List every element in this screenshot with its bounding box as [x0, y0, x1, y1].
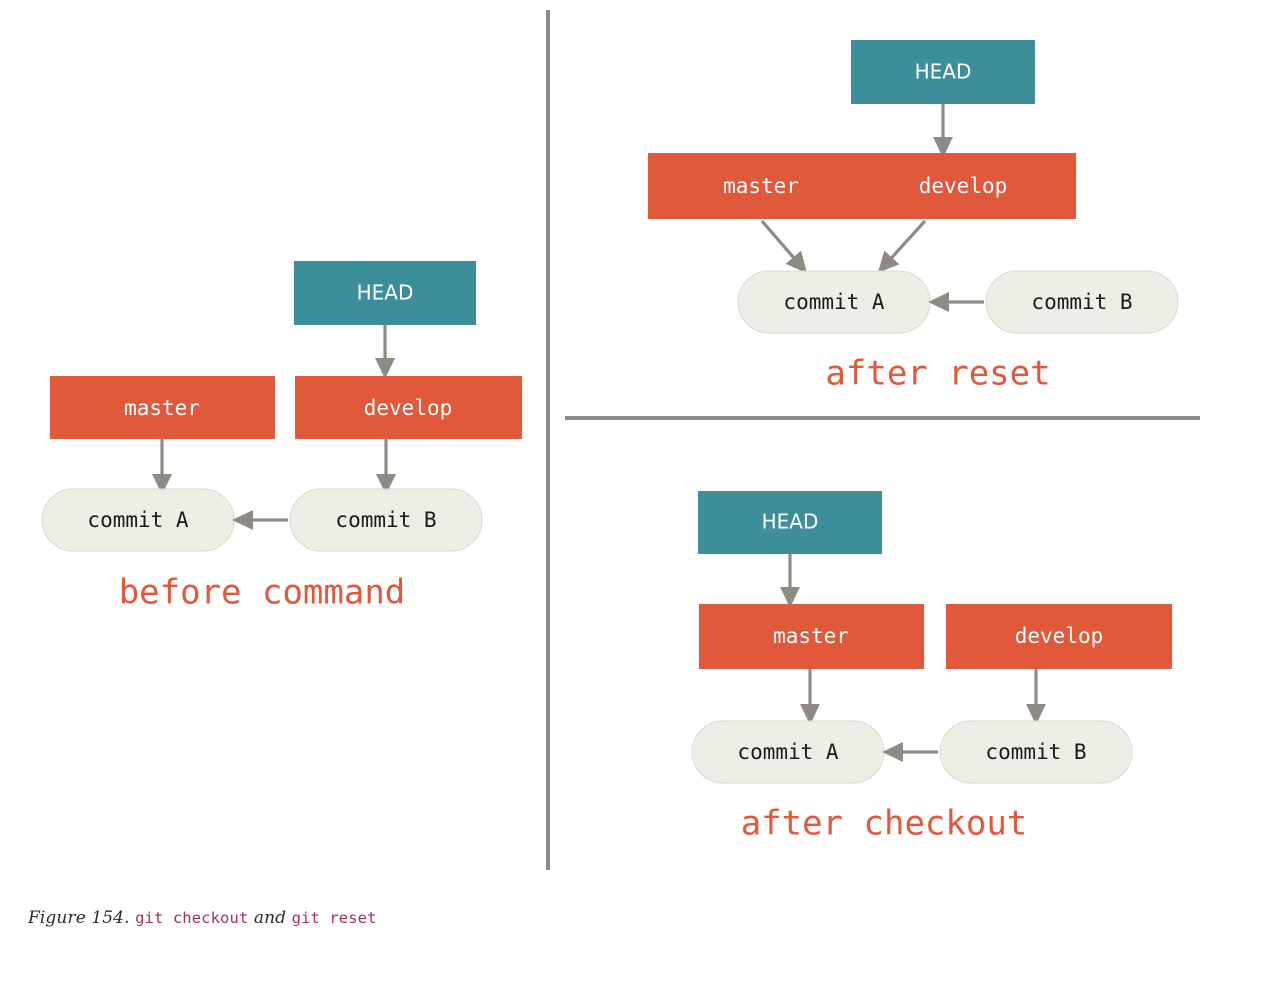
- figure-caption-conjunction: and: [253, 908, 287, 928]
- commit-node-a-before[interactable]: commit A: [41, 488, 235, 552]
- commit-node-b-checkout-label: commit B: [985, 740, 1086, 764]
- commit-node-b-before-label: commit B: [335, 508, 436, 532]
- commit-node-b-before[interactable]: commit B: [289, 488, 483, 552]
- branch-box-master-before[interactable]: master: [50, 376, 275, 439]
- panel-after-reset: HEAD master develop commit A c: [648, 40, 1179, 394]
- figure-caption-code-checkout: git checkout: [135, 909, 249, 927]
- head-box-checkout-label: HEAD: [762, 510, 819, 534]
- panel-title-after-checkout: after checkout: [741, 804, 1028, 844]
- commit-node-b-checkout[interactable]: commit B: [939, 720, 1133, 784]
- commit-node-a-checkout-label: commit A: [737, 740, 839, 764]
- branch-box-master-checkout[interactable]: master: [699, 604, 924, 669]
- head-box-reset[interactable]: HEAD: [851, 40, 1035, 104]
- head-box-before-label: HEAD: [357, 281, 414, 305]
- head-box-before[interactable]: HEAD: [294, 261, 476, 325]
- figure-caption-number: Figure 154.: [28, 908, 130, 928]
- branch-box-develop-before[interactable]: develop: [295, 376, 522, 439]
- commit-node-a-checkout[interactable]: commit A: [691, 720, 885, 784]
- branch-box-merged-master-label: master: [723, 174, 799, 198]
- arrow-develop-to-commitA-reset: [877, 219, 927, 274]
- branch-box-merged-reset[interactable]: master develop: [648, 153, 1076, 219]
- branch-box-develop-before-label: develop: [364, 396, 453, 420]
- figure-caption: Figure 154. git checkout and git reset: [28, 908, 377, 928]
- branch-box-master-before-label: master: [124, 396, 200, 420]
- branch-box-develop-checkout-label: develop: [1015, 624, 1104, 648]
- commit-node-a-reset-label: commit A: [783, 290, 885, 314]
- panel-before-command: HEAD master develop commit A: [41, 261, 522, 613]
- head-box-checkout[interactable]: HEAD: [698, 491, 882, 554]
- figure-caption-code-reset: git reset: [291, 909, 377, 927]
- commit-node-a-reset[interactable]: commit A: [737, 270, 931, 334]
- arrow-master-to-commitA-reset: [760, 219, 808, 274]
- branch-box-master-checkout-label: master: [773, 624, 849, 648]
- branch-box-develop-checkout[interactable]: develop: [946, 604, 1172, 669]
- commit-node-b-reset-label: commit B: [1031, 290, 1132, 314]
- branch-box-merged-develop-label: develop: [919, 174, 1008, 198]
- commit-node-b-reset[interactable]: commit B: [985, 270, 1179, 334]
- commit-node-a-before-label: commit A: [87, 508, 189, 532]
- panel-after-checkout: HEAD master develop commit A: [691, 491, 1172, 844]
- head-box-reset-label: HEAD: [915, 60, 972, 84]
- panel-title-after-reset: after reset: [825, 354, 1050, 394]
- panel-title-before-command: before command: [119, 573, 406, 613]
- panel-dividers: [546, 10, 1200, 870]
